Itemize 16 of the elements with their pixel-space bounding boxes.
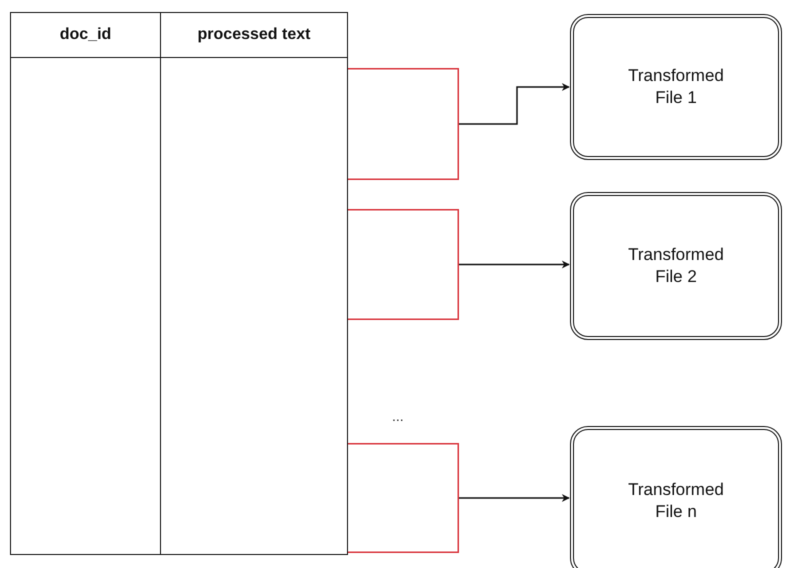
arrow [459, 83, 570, 125]
arrow [459, 494, 570, 502]
arrow [459, 260, 570, 268]
file-label: Transformed File 1 [627, 64, 725, 109]
file-box [570, 192, 782, 340]
file-label: Transformed File 2 [627, 244, 725, 288]
ellipsis-note: ... [392, 408, 404, 424]
file-box [570, 14, 782, 160]
bracket-outline [348, 209, 459, 320]
column-header: doc_id [11, 13, 161, 58]
data-table [10, 12, 348, 555]
file-label: Transformed File n [627, 478, 725, 523]
bracket-outline [348, 443, 459, 553]
bracket-outline [348, 68, 459, 180]
column-header: processed text [161, 13, 347, 58]
file-box [570, 426, 782, 568]
